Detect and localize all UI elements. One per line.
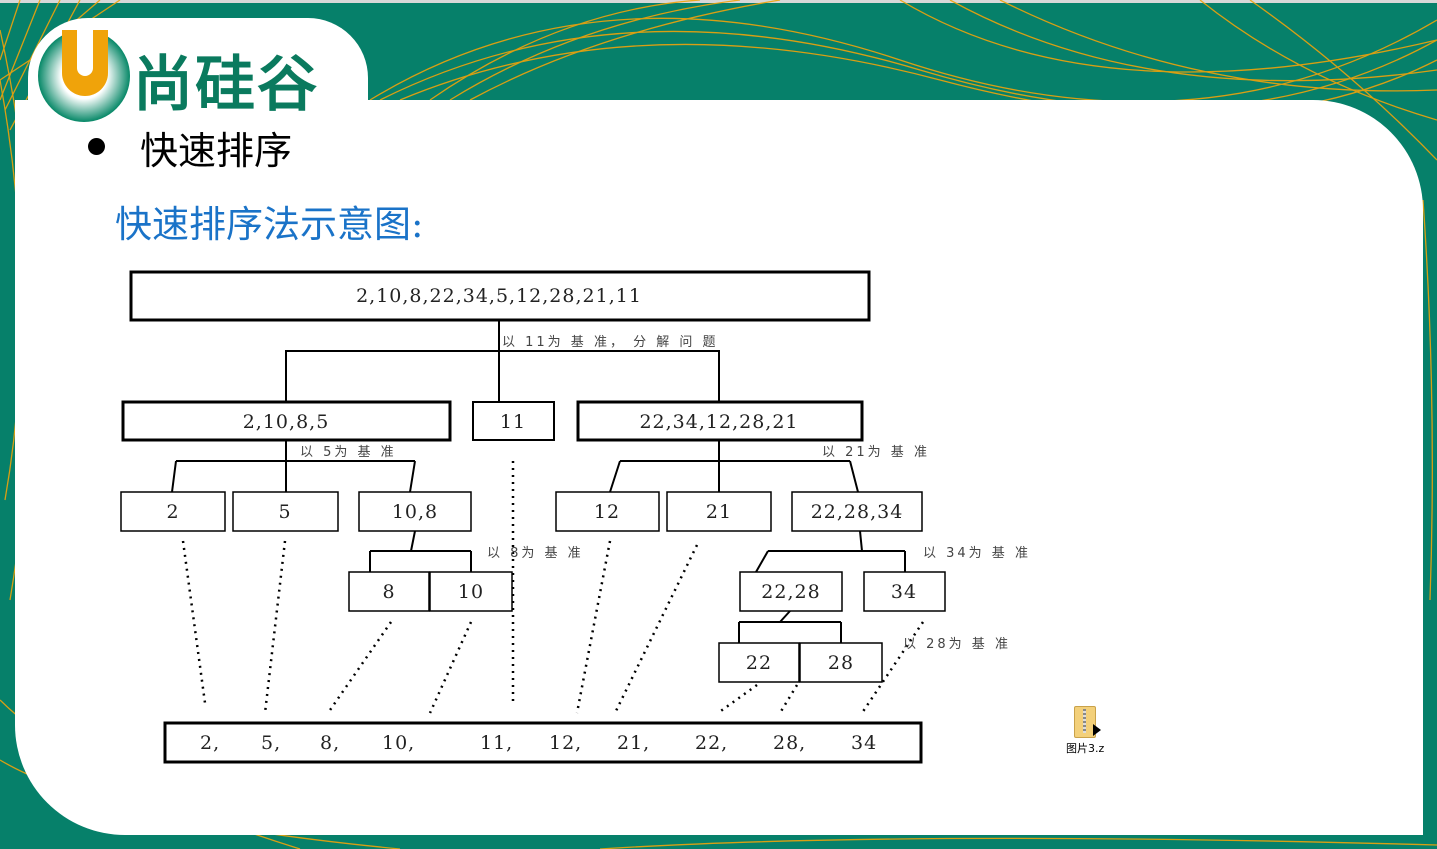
logo-u-icon xyxy=(62,30,108,96)
left-array: 2,10,8,5 xyxy=(243,411,330,433)
box-8 xyxy=(348,571,430,612)
label-pivot-21: 以 21为 基 准 xyxy=(822,445,930,460)
slide-subheading: 快速排序法示意图: xyxy=(115,203,424,246)
label-pivot-5: 以 5为 基 准 xyxy=(300,445,397,460)
box-pivot-11 xyxy=(472,401,555,441)
result-item: 34 xyxy=(851,732,877,754)
box-22-28-34 xyxy=(791,491,923,532)
value-8: 8 xyxy=(382,581,395,603)
label-pivot-11: 以 11为 基 准， 分 解 问 题 xyxy=(502,335,718,350)
box-34 xyxy=(863,571,946,612)
right-array: 22,34,12,28,21 xyxy=(639,411,798,433)
result-item: 21, xyxy=(617,732,650,754)
result-item: 5, xyxy=(261,732,281,754)
root-array: 2,10,8,22,34,5,12,28,21,11 xyxy=(356,285,642,307)
result-item: 28, xyxy=(773,732,806,754)
top-border xyxy=(0,0,1437,3)
value-28: 28 xyxy=(828,652,854,674)
box-28 xyxy=(799,642,883,683)
box-root xyxy=(129,270,871,322)
value-12: 12 xyxy=(594,501,620,523)
value-22: 22 xyxy=(746,652,772,674)
box-21 xyxy=(666,491,772,532)
value-34: 34 xyxy=(891,581,917,603)
result-item: 12, xyxy=(549,732,582,754)
value-21: 21 xyxy=(706,501,732,523)
file-name: 图片3.z xyxy=(1066,742,1105,755)
value-10: 10 xyxy=(458,581,484,603)
box-5 xyxy=(232,491,339,532)
box-10-8 xyxy=(358,491,472,532)
value-22-28-34: 22,28,34 xyxy=(811,501,904,523)
box-10 xyxy=(429,571,513,612)
shortcut-arrow-icon xyxy=(1093,724,1101,736)
label-pivot-28: 以 28为 基 准 xyxy=(903,637,1011,652)
result-item: 22, xyxy=(695,732,728,754)
result-item: 2, xyxy=(200,732,220,754)
box-12 xyxy=(555,491,660,532)
bullet-icon xyxy=(88,138,105,155)
result-item: 8, xyxy=(320,732,340,754)
zip-folder-icon xyxy=(1074,706,1096,738)
dotted-lines xyxy=(181,461,925,715)
box-22-28 xyxy=(739,571,843,612)
value-22-28: 22,28 xyxy=(761,581,820,603)
pivot-value: 11 xyxy=(500,411,526,433)
logo-text: 尚硅谷 xyxy=(133,50,319,120)
box-result xyxy=(163,721,923,764)
value-10-8: 10,8 xyxy=(392,501,438,523)
label-pivot-8: 以 8为 基 准 xyxy=(487,546,584,561)
box-22 xyxy=(718,642,800,683)
result-item: 11, xyxy=(480,732,513,754)
slide-heading: 快速排序 xyxy=(140,129,293,173)
label-pivot-34: 以 34为 基 准 xyxy=(923,546,1031,561)
result-item: 10, xyxy=(382,732,415,754)
value-5: 5 xyxy=(278,501,291,523)
value-2: 2 xyxy=(166,501,179,523)
connector-lines xyxy=(171,320,906,643)
box-2 xyxy=(120,491,226,532)
